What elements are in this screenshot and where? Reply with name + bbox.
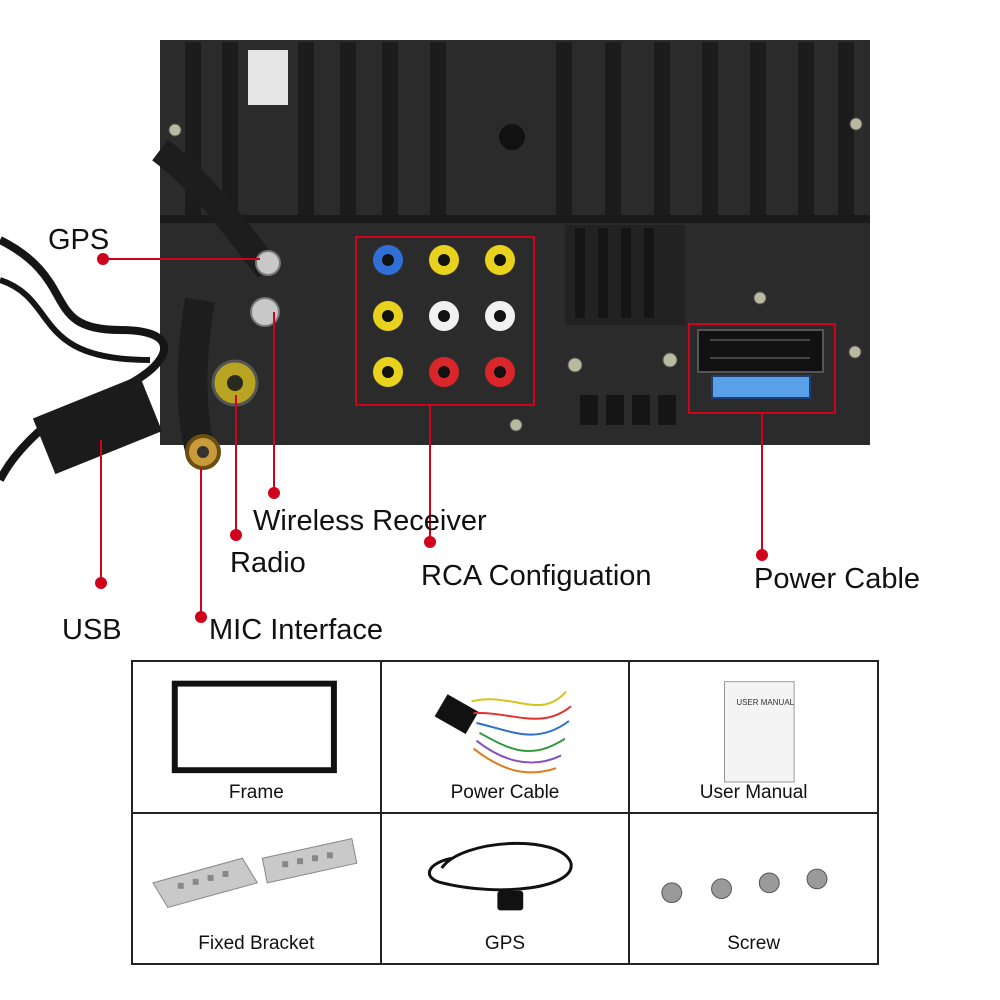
power-cable-label: Power Cable <box>754 563 921 595</box>
callout-lines <box>100 258 763 616</box>
gps-antenna-image <box>427 841 573 910</box>
accessory-label: Fixed Bracket <box>198 933 315 954</box>
accessory-cell: Power Cable <box>379 660 631 814</box>
manual-cover-text: USER MANUAL <box>736 698 795 707</box>
usb-label: USB <box>62 614 122 646</box>
power-cable-image <box>434 690 572 774</box>
accessory-label: Screw <box>727 933 781 954</box>
gps-antenna-cable <box>152 139 279 278</box>
accessory-label: GPS <box>484 933 526 954</box>
wireless-connector <box>250 297 280 327</box>
product-photo <box>0 40 870 623</box>
accessory-label: User Manual <box>699 781 808 803</box>
accessory-cell: Fixed Bracket <box>131 811 382 965</box>
wireless-receiver-label: Wireless Receiver <box>253 505 487 537</box>
mount-hole <box>499 124 525 150</box>
heatsink-fins <box>185 42 854 217</box>
usb-plug <box>32 375 163 475</box>
accessory-label: Power Cable <box>450 781 560 803</box>
accessory-cell: GPS <box>379 811 631 965</box>
rca-highlight-box <box>355 236 535 406</box>
callout-dots <box>95 253 768 623</box>
gps-connector <box>255 250 281 276</box>
accessories-grid: Frame Power Cable USER MANUAL Us <box>131 660 879 965</box>
rca-jacks <box>373 245 515 387</box>
chassis-screws <box>168 117 863 432</box>
gps-label: GPS <box>48 224 110 256</box>
screws-image <box>661 868 828 903</box>
mic-interface-label: MIC Interface <box>209 614 384 646</box>
radio-label: Radio <box>230 547 306 579</box>
frame-image <box>171 680 337 774</box>
fixed-bracket-image <box>152 837 358 908</box>
accessory-cell: Frame <box>131 660 382 814</box>
fuse <box>711 375 811 399</box>
power-connector <box>697 329 824 373</box>
accessory-cell: USER MANUAL User Manual <box>628 660 879 814</box>
rca-label: RCA Configuation <box>421 560 652 592</box>
accessory-label: Frame <box>228 781 284 803</box>
accessory-cell: Screw <box>628 811 879 965</box>
mic-cable <box>177 297 215 454</box>
user-manual-image <box>724 681 795 783</box>
